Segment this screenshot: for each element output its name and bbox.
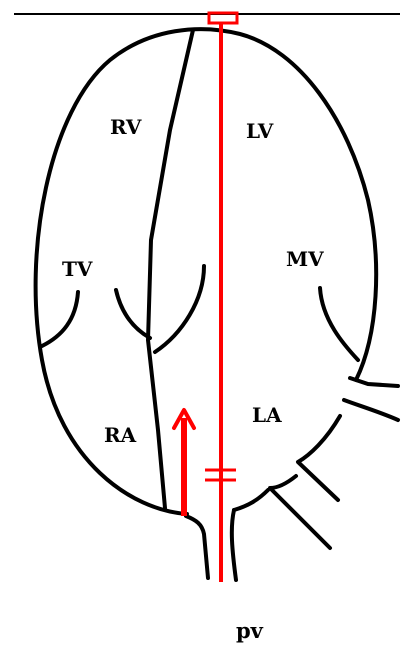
label-mv: MV bbox=[286, 247, 324, 271]
label-lv: LV bbox=[246, 119, 274, 143]
vena-cava-right-wall bbox=[232, 510, 236, 580]
la-lower-wall bbox=[234, 490, 268, 510]
label-pv: pv bbox=[236, 618, 264, 643]
label-la: LA bbox=[252, 403, 282, 427]
tricuspid-leaflet-right bbox=[116, 290, 150, 338]
tricuspid-leaflet-left bbox=[42, 292, 78, 346]
vena-cava-left-wall bbox=[186, 516, 208, 578]
pulmonary-vein-upper bbox=[350, 378, 398, 386]
pulmonary-vein-upper-inner bbox=[344, 400, 398, 420]
probe-top-marker bbox=[209, 13, 237, 23]
pulmonary-vein-lower bbox=[270, 476, 330, 548]
label-tv: TV bbox=[62, 257, 93, 281]
mitral-leaflet bbox=[320, 288, 358, 360]
septal-leaflet bbox=[155, 266, 204, 352]
label-ra: RA bbox=[104, 423, 137, 447]
pulmonary-vein-middle bbox=[298, 416, 340, 500]
label-rv: RV bbox=[110, 115, 142, 139]
